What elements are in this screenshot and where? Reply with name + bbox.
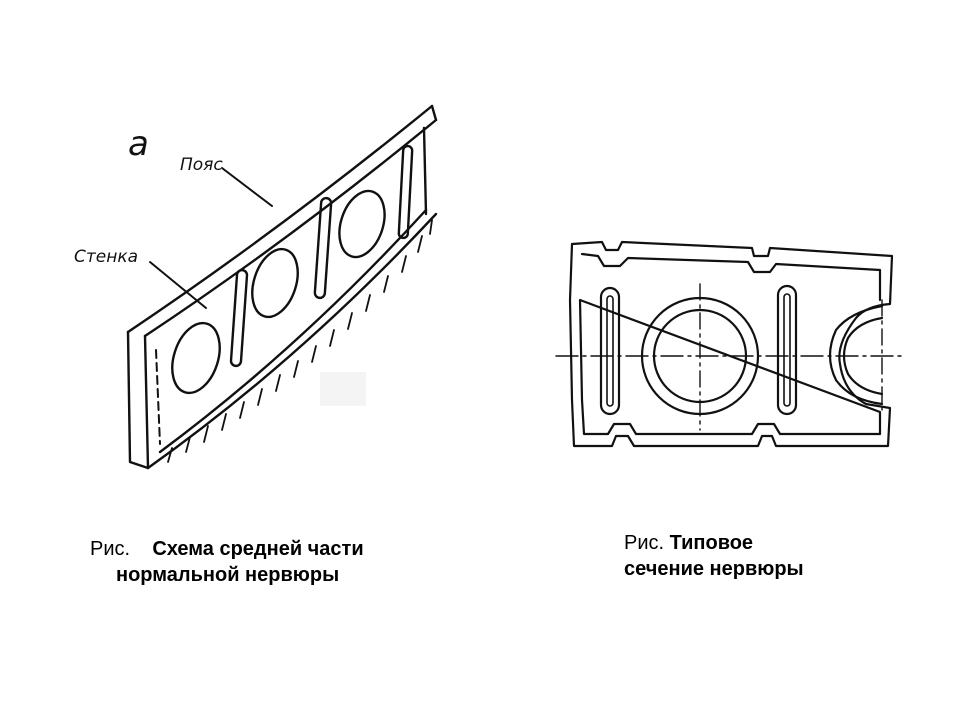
rib-left-end [126, 330, 150, 470]
caption-left-prefix: Рис. [90, 538, 131, 560]
rib-belt-bottom-inner [158, 208, 428, 454]
rib-slot-2 [313, 196, 333, 300]
caption-left-line1: Схема средней части [152, 538, 364, 560]
rib-belt-bottom [146, 212, 438, 470]
figure-letter: a [128, 124, 149, 164]
smudge-mark [320, 372, 366, 406]
section-slot-right [776, 284, 798, 416]
caption-left: Рис. Схема средней части нормальной нерв… [90, 536, 450, 588]
rib-hole-2 [251, 247, 299, 319]
caption-right-line2: сечение нервюры [624, 558, 804, 580]
rib-belt-top-inner [143, 118, 438, 338]
rib-belt-top [126, 104, 434, 334]
section-slot-left-inner [606, 295, 614, 407]
rib-bottom-hatching [167, 219, 433, 463]
label-web: Стенка [74, 247, 138, 267]
rib-hole-1 [171, 321, 221, 395]
rib-slot-3 [397, 144, 414, 240]
caption-right-line1: Типовое [669, 532, 754, 554]
rib-web-right-edge [422, 126, 428, 216]
leader-web [149, 261, 207, 309]
caption-left-line2: нормальной нервюры [116, 564, 340, 586]
caption-right: Рис. Типовое сечение нервюры [624, 530, 884, 582]
rib-section-drawing [555, 240, 907, 448]
section-slot-left [599, 286, 621, 416]
rib-left-dash [155, 349, 161, 445]
caption-right-prefix: Рис. [624, 532, 665, 554]
section-inner-contour [578, 252, 882, 436]
rib-slot-1 [229, 268, 249, 368]
rib-left-end-inner [143, 334, 150, 470]
section-slot-right-inner [783, 293, 791, 407]
section-outer-contour [568, 240, 894, 448]
label-belt: Пояс [180, 155, 223, 175]
rib-schematic [126, 104, 438, 470]
rib-belt-end [430, 104, 438, 122]
leader-belt [221, 167, 273, 207]
rib-hole-3 [338, 189, 386, 259]
